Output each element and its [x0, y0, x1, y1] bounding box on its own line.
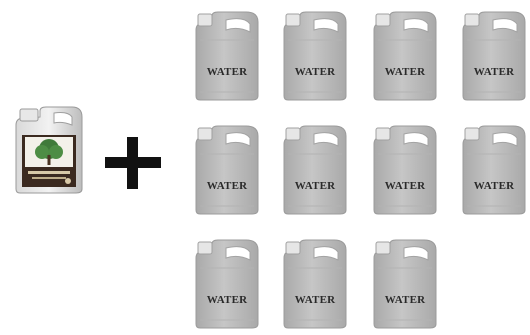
water-jug-graphic	[370, 10, 440, 102]
water-jug: WATER	[192, 10, 262, 102]
water-jug-graphic	[280, 124, 350, 216]
water-jug-graphic	[370, 238, 440, 330]
water-jug: WATER	[280, 238, 350, 330]
water-jug: WATER	[370, 10, 440, 102]
water-jug: WATER	[280, 10, 350, 102]
water-jug: WATER	[280, 124, 350, 216]
water-jug: WATER	[459, 10, 529, 102]
plus-sign	[105, 137, 161, 189]
water-jug-graphic	[280, 238, 350, 330]
water-jug: WATER	[370, 238, 440, 330]
product-jug	[10, 103, 88, 195]
water-jug: WATER	[192, 238, 262, 330]
water-jug-graphic	[280, 10, 350, 102]
water-jug-graphic	[370, 124, 440, 216]
water-jug-graphic	[459, 10, 529, 102]
water-jug: WATER	[192, 124, 262, 216]
water-jug: WATER	[459, 124, 529, 216]
water-jug: WATER	[370, 124, 440, 216]
water-jug-graphic	[192, 238, 262, 330]
water-jug-graphic	[192, 124, 262, 216]
product-jug-graphic	[10, 103, 88, 195]
water-jug-graphic	[192, 10, 262, 102]
water-jug-graphic	[459, 124, 529, 216]
